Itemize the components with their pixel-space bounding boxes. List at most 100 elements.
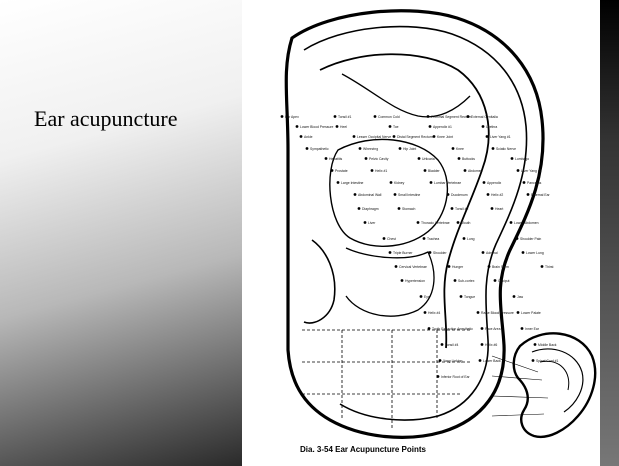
acupuncture-point-dot (513, 295, 516, 298)
acupuncture-point-dot (522, 251, 525, 254)
acupuncture-point-label: Heel (340, 125, 347, 129)
acupuncture-point-label: Knee Joint (437, 135, 453, 139)
acupuncture-point-label: External Ear (531, 193, 551, 197)
acupuncture-point-label: Pancreas (527, 181, 542, 185)
acupuncture-point-label: Jaw (517, 295, 524, 299)
acupuncture-point-label: Thirst (545, 265, 554, 269)
acupuncture-point-dot (374, 115, 377, 118)
acupuncture-point-dot (460, 295, 463, 298)
acupuncture-point-label: Sympathetic (310, 147, 329, 151)
acupuncture-point-label: Diaphragm (362, 207, 379, 211)
acupuncture-point-label: Helix #2 (491, 193, 503, 197)
acupuncture-point-label: Tonsil #1 (338, 115, 351, 119)
acupuncture-point-label: Pelvic Cavity (369, 157, 389, 161)
acupuncture-point-dot (393, 135, 396, 138)
acupuncture-point-dot (494, 279, 497, 282)
acupuncture-point-dot (441, 343, 444, 346)
acupuncture-point-dot (454, 279, 457, 282)
acupuncture-point-dot (491, 207, 494, 210)
acupuncture-point-dot (389, 125, 392, 128)
acupuncture-point-dot (477, 311, 480, 314)
acupuncture-point-label: Bladder (428, 169, 441, 173)
figure-caption: Dia. 3-54 Ear Acupuncture Points (300, 445, 427, 454)
acupuncture-point-dot (481, 327, 484, 330)
acupuncture-point-label: Inferior Root of Ear (441, 375, 471, 379)
acupuncture-point-label: Appendix (487, 181, 501, 185)
acupuncture-point-label: Common Cold (378, 115, 400, 119)
title-panel: Ear acupuncture (0, 0, 242, 466)
acupuncture-point-dot (458, 157, 461, 160)
acupuncture-point-dot (527, 193, 530, 196)
acupuncture-point-dot (483, 181, 486, 184)
acupuncture-point-dot (300, 135, 303, 138)
acupuncture-point-dot (398, 207, 401, 210)
acupuncture-point-dot (359, 147, 362, 150)
acupuncture-point-dot (521, 327, 524, 330)
ear-outline (286, 11, 543, 438)
slide-title: Ear acupuncture (34, 106, 178, 132)
acupuncture-point-dot (534, 343, 537, 346)
acupuncture-point-dot (510, 221, 513, 224)
acupuncture-point-label: Lumbar Vertebrae (434, 181, 461, 185)
acupuncture-point-dot (423, 237, 426, 240)
acupuncture-point-label: Lower Back (483, 359, 501, 363)
acupuncture-point-dot (417, 221, 420, 224)
acupuncture-point-label: Shoulder Pain (520, 237, 541, 241)
acupuncture-point-label: Urticaria (422, 157, 435, 161)
acupuncture-point-label: Sciatic Nerve (496, 147, 516, 151)
acupuncture-point-label: Sub-cortex (458, 279, 475, 283)
acupuncture-point-label: Buttocks (462, 157, 475, 161)
acupuncture-point-label: Occiput (498, 279, 510, 283)
acupuncture-point-label: Prostate (335, 169, 348, 173)
acupuncture-point-dot (451, 207, 454, 210)
acupuncture-point-label: Ear Apex (285, 115, 299, 119)
acupuncture-point-dot (437, 375, 440, 378)
acupuncture-point-label: Lower Abdomen (514, 221, 539, 225)
acupuncture-point-label: Shoulder (433, 251, 447, 255)
acupuncture-point-dot (418, 157, 421, 160)
acupuncture-point-label: Liver (368, 221, 376, 225)
acupuncture-point-dot (452, 147, 455, 150)
acupuncture-point-label: Lower Palate (521, 311, 541, 315)
acupuncture-point-dot (390, 181, 393, 184)
acupuncture-point-dot (325, 157, 328, 160)
acupuncture-point-label: Yang Linking (443, 359, 462, 363)
acupuncture-point-label: Stomach (402, 207, 415, 211)
acupuncture-point-label: Hip Joint (403, 147, 416, 151)
acupuncture-point-label: Lesser Occipital Nerve (357, 135, 391, 139)
acupuncture-point-dot (433, 135, 436, 138)
acupuncture-point-label: Helix #4 (428, 311, 440, 315)
acupuncture-point-dot (365, 157, 368, 160)
small-ear-inset (492, 333, 595, 437)
acupuncture-point-dot (281, 115, 284, 118)
acupuncture-point-dot (463, 237, 466, 240)
acupuncture-point-dot (516, 237, 519, 240)
acupuncture-point-label: Knee (456, 147, 464, 151)
acupuncture-point-label: Tonsil #4 (445, 343, 458, 347)
acupuncture-point-dot (511, 157, 514, 160)
acupuncture-point-label: Kidney (394, 181, 405, 185)
acupuncture-point-dot (337, 181, 340, 184)
acupuncture-point-dot (492, 147, 495, 150)
acupuncture-point-label: Eye (424, 295, 430, 299)
acupuncture-point-label: Tooth Extraction Anesthetic (432, 327, 473, 331)
acupuncture-point-dot (487, 193, 490, 196)
acupuncture-point-label: Face Area (485, 327, 501, 331)
acupuncture-point-label: Lower Blood Pressure (300, 125, 333, 129)
acupuncture-point-dot (354, 193, 357, 196)
acupuncture-point-dot (395, 265, 398, 268)
acupuncture-point-label: Trachea (427, 237, 439, 241)
acupuncture-point-dot (439, 359, 442, 362)
acupuncture-point-label: Liver Yang #1 (490, 135, 511, 139)
acupuncture-point-dot (517, 311, 520, 314)
acupuncture-point-label: Hepatitis (329, 157, 342, 161)
acupuncture-point-label: Tonsil #2 (455, 207, 468, 211)
acupuncture-point-dot (482, 251, 485, 254)
acupuncture-point-label: Middle Back (538, 343, 557, 347)
acupuncture-point-label: Cervical Vertebrae (399, 265, 427, 269)
acupuncture-point-label: Thoracic Vertebrae (421, 221, 450, 225)
acupuncture-point-dot (399, 147, 402, 150)
acupuncture-point-dot (306, 147, 309, 150)
